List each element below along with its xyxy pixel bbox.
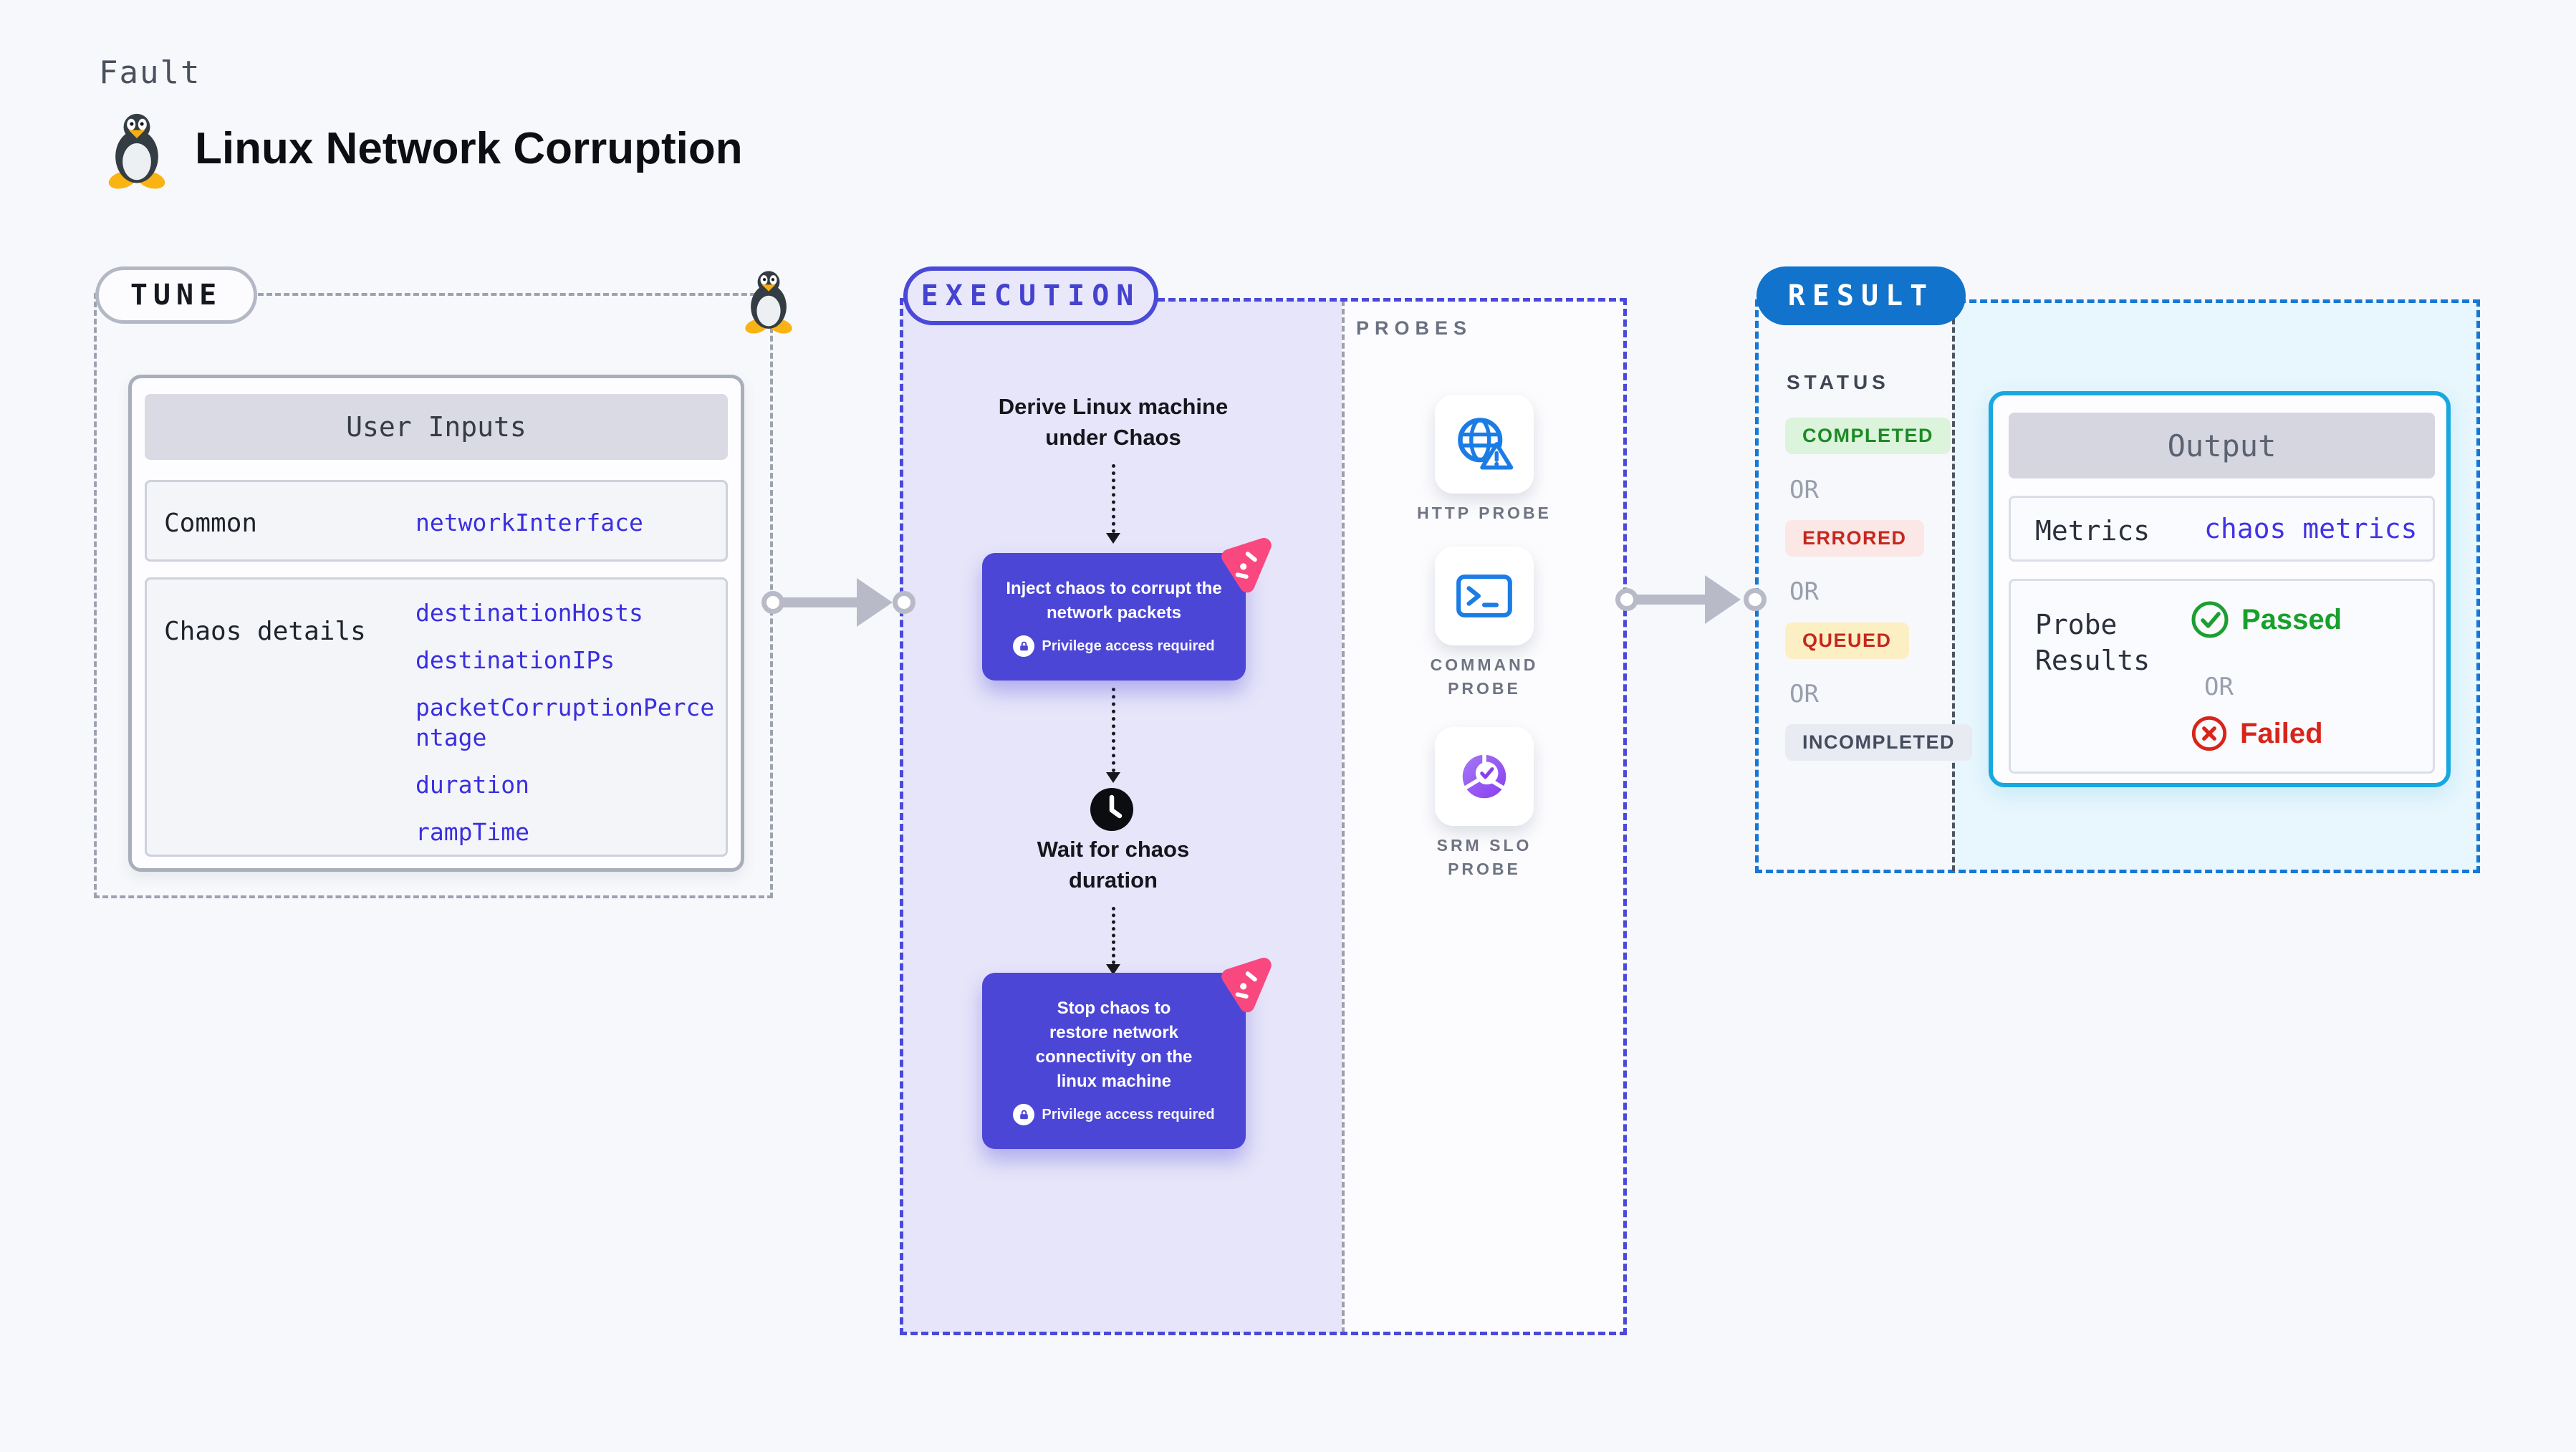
tune-stage-pill: TUNE (95, 266, 257, 324)
probe-result-failed: Failed (2190, 714, 2323, 753)
status-or-label: OR (1789, 577, 1819, 606)
status-badge-completed: COMPLETED (1785, 418, 1951, 454)
output-or-label: OR (2204, 673, 2234, 701)
execution-stage-pill: EXECUTION (903, 266, 1158, 325)
srm-slo-probe-card[interactable] (1435, 727, 1534, 826)
user-inputs-card: User Inputs Common networkInterface Chao… (128, 375, 744, 872)
lock-icon (1013, 635, 1035, 657)
srm-slo-probe-label: SRM SLO PROBE (1436, 836, 1532, 878)
metrics-label: Metrics (2035, 515, 2150, 547)
input-variable: destinationHosts (415, 599, 643, 627)
user-input-row-common: Common networkInterface (145, 480, 728, 562)
http-probe-card[interactable] (1435, 395, 1534, 494)
check-circle-icon (2191, 601, 2229, 638)
metrics-value[interactable]: chaos metrics (2204, 513, 2418, 544)
output-probe-results-row: Probe Results Passed OR Failed (2009, 579, 2435, 774)
fault-kicker: Fault (99, 54, 201, 91)
step-wait-duration: Wait for chaos duration (1037, 837, 1190, 893)
flow-arrow (1112, 907, 1115, 964)
command-probe-card[interactable] (1435, 547, 1534, 645)
status-title: STATUS (1787, 371, 1890, 393)
flow-arrowhead (1106, 772, 1120, 783)
step-derive-machine: Derive Linux machine under Chaos (998, 394, 1229, 450)
pie-check-icon (1462, 753, 1506, 799)
user-input-row-chaos-details: Chaos details destinationHosts destinati… (145, 577, 728, 857)
input-variable: packetCorruptionPercentage (415, 693, 715, 751)
input-variable: rampTime (415, 818, 529, 846)
probes-title: PROBES (1356, 317, 1473, 339)
chaos-badge-icon (1212, 532, 1278, 597)
status-badge-errored: ERRORED (1785, 520, 1924, 557)
status-badge-queued: QUEUED (1785, 622, 1909, 659)
status-badge-incompleted: INCOMPLETED (1785, 724, 1973, 761)
privilege-note: Privilege access required (1013, 635, 1215, 657)
connector-tail-node (761, 591, 784, 614)
input-variable: networkInterface (415, 509, 643, 537)
connector-line (1636, 595, 1706, 605)
result-divider (1952, 302, 1955, 871)
clock-icon (1090, 788, 1133, 831)
page-title: Linux Network Corruption (195, 124, 743, 173)
connector-line (782, 597, 858, 607)
step-stop-chaos-card[interactable]: Stop chaos to restore network connectivi… (982, 973, 1246, 1149)
result-stage-pill: RESULT (1756, 266, 1966, 325)
status-or-label: OR (1789, 476, 1819, 504)
connector-head-node (1744, 588, 1767, 611)
connector-tail-node (1615, 588, 1638, 611)
row-label: Common (164, 509, 258, 538)
chaos-badge-icon (1212, 951, 1278, 1017)
output-title: Output (2009, 413, 2435, 479)
flow-arrow (1112, 464, 1115, 533)
tux-penguin-icon-small (741, 269, 796, 334)
user-inputs-title: User Inputs (145, 394, 728, 460)
flow-arrow (1112, 688, 1115, 772)
connector-arrowhead (1705, 575, 1741, 624)
terminal-icon (1456, 574, 1512, 617)
globe-alert-icon (1458, 418, 1514, 470)
output-card: Output Metrics chaos metrics Probe Resul… (1989, 391, 2451, 787)
flow-arrowhead (1106, 533, 1120, 544)
command-probe-label: COMMAND PROBE (1430, 655, 1539, 698)
flow-arrowhead (1106, 964, 1120, 975)
privilege-note: Privilege access required (1013, 1104, 1215, 1125)
input-variable: duration (415, 771, 529, 799)
output-metrics-row: Metrics chaos metrics (2009, 496, 2435, 562)
input-variable: destinationIPs (415, 646, 615, 674)
connector-arrowhead (857, 578, 893, 627)
tux-penguin-icon (104, 112, 170, 189)
x-circle-icon (2191, 716, 2227, 751)
http-probe-label: HTTP PROBE (1417, 504, 1552, 522)
status-or-label: OR (1789, 680, 1819, 708)
step-inject-chaos-card[interactable]: Inject chaos to corrupt the network pack… (982, 553, 1246, 681)
probe-results-label: Probe Results (2035, 609, 2150, 676)
connector-head-node (893, 591, 915, 614)
lock-icon (1013, 1104, 1035, 1125)
probe-result-passed: Passed (2190, 600, 2342, 640)
row-label: Chaos details (164, 617, 366, 646)
